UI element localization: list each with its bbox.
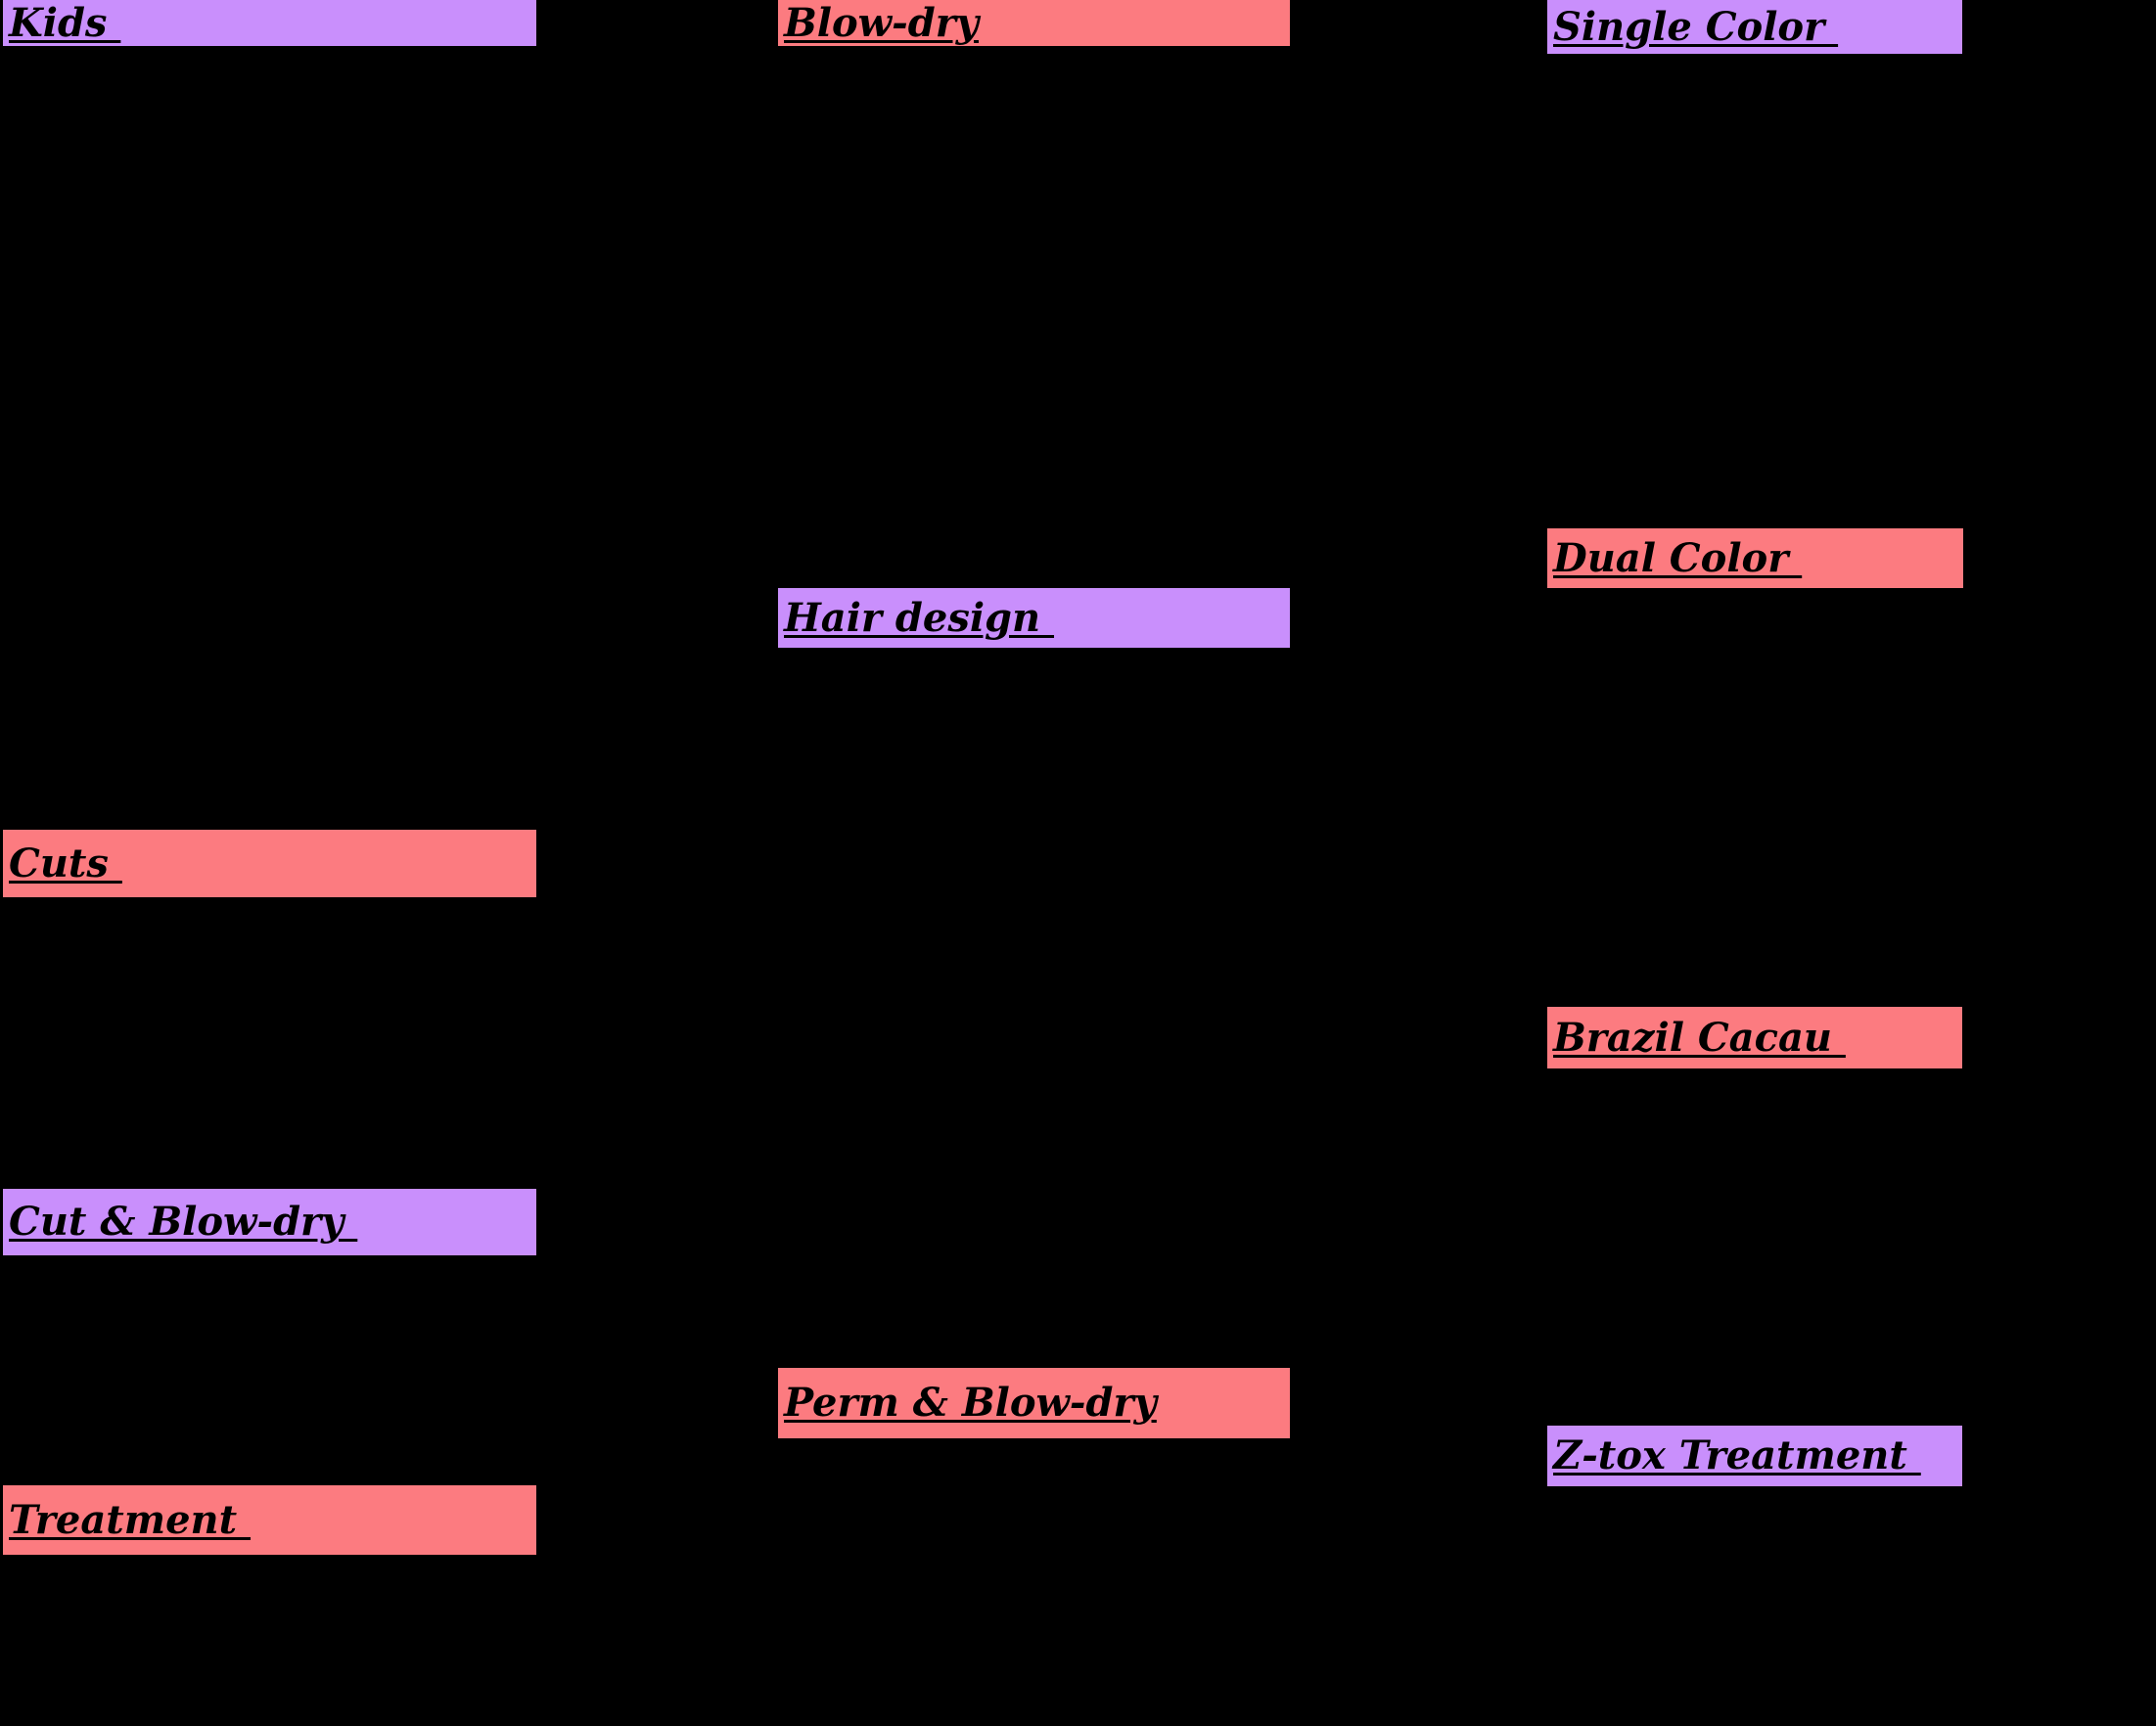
label-box-cuts[interactable]: Cuts [3, 830, 536, 897]
label-box-brazil-cacau[interactable]: Brazil Cacau [1547, 1007, 1962, 1068]
label-text-single-color: Single Color [1553, 3, 1839, 50]
label-text-hair-design: Hair design [784, 594, 1055, 641]
label-box-perm-and-blow-dry[interactable]: Perm & Blow-dry [778, 1368, 1290, 1438]
label-text-blow-dry: Blow-dry [784, 0, 980, 46]
label-text-kids: Kids [9, 0, 121, 46]
label-text-cut-and-blow-dry: Cut & Blow-dry [9, 1199, 358, 1245]
label-box-hair-design[interactable]: Hair design [778, 588, 1290, 648]
label-text-z-tox-treatment: Z-tox Treatment [1553, 1432, 1921, 1478]
label-box-z-tox-treatment[interactable]: Z-tox Treatment [1547, 1426, 1962, 1486]
label-box-dual-color[interactable]: Dual Color [1547, 528, 1963, 588]
label-text-treatment: Treatment [9, 1496, 252, 1543]
label-box-single-color[interactable]: Single Color [1547, 0, 1962, 54]
label-box-kids[interactable]: Kids [3, 0, 536, 46]
label-text-perm-and-blow-dry: Perm & Blow-dry [784, 1380, 1157, 1426]
label-box-blow-dry[interactable]: Blow-dry [778, 0, 1290, 46]
label-text-brazil-cacau: Brazil Cacau [1553, 1014, 1846, 1061]
label-text-dual-color: Dual Color [1553, 534, 1803, 581]
label-box-cut-and-blow-dry[interactable]: Cut & Blow-dry [3, 1189, 536, 1255]
label-text-cuts: Cuts [9, 840, 122, 886]
label-box-treatment[interactable]: Treatment [3, 1485, 536, 1555]
